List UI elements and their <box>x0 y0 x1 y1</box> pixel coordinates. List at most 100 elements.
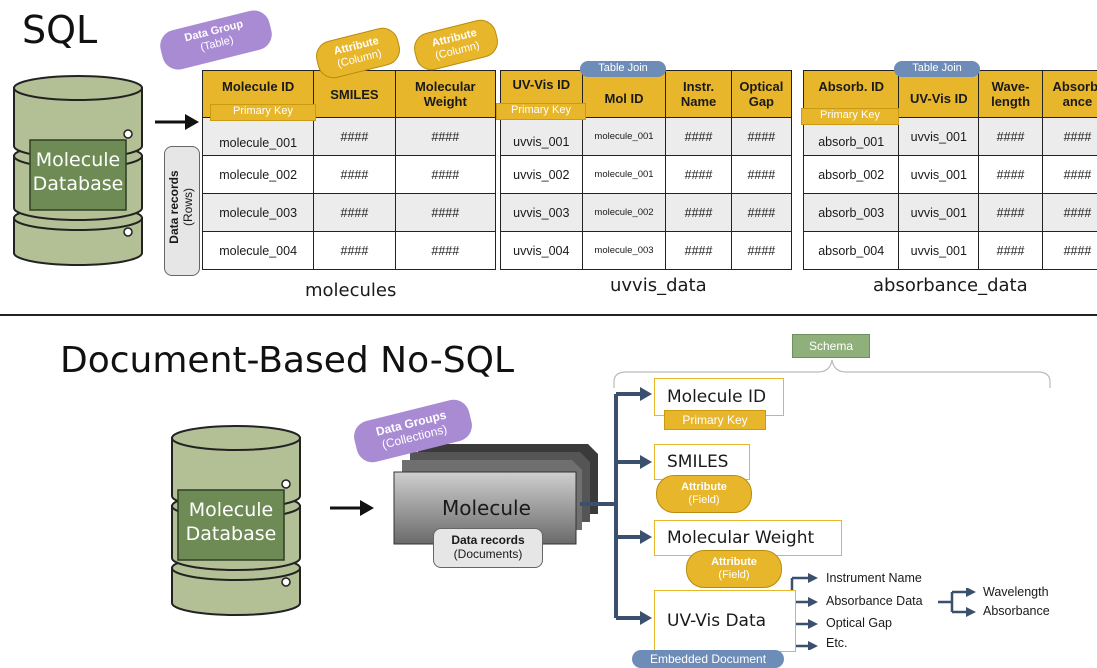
sql-db-label: Molecule Database <box>30 148 126 196</box>
molecules-table: Molecule ID SMILES Molecular Weight mole… <box>201 70 497 270</box>
table-row: molecule_002 #### #### <box>201 155 497 194</box>
header-mol-id: Mol ID <box>581 70 667 118</box>
subitem-optical-gap: Optical Gap <box>826 616 893 630</box>
table-row: uvvis_001 molecule_001 #### #### <box>500 117 793 156</box>
cell: uvvis_002 <box>500 155 583 194</box>
uvvis-table: UV-Vis ID Mol ID Instr. Name Optical Gap… <box>500 70 793 270</box>
collection-stack-icon <box>393 444 598 545</box>
cell: uvvis_001 <box>898 117 980 156</box>
cell: #### <box>665 155 732 194</box>
nosql-database-icon <box>171 425 301 616</box>
field-smiles-label: SMILES <box>667 452 729 472</box>
cell: #### <box>665 117 732 156</box>
data-records-doc-callout: Data records (Documents) <box>433 528 543 568</box>
cell: #### <box>730 155 793 194</box>
cell: molecule_002 <box>201 155 315 194</box>
cell: molecule_003 <box>201 193 315 232</box>
attribute-field-callout-2: Attribute (Field) <box>686 550 782 588</box>
cell: #### <box>313 193 396 232</box>
subitem-etc: Etc. <box>826 636 848 650</box>
table-name-molecules: molecules <box>305 280 397 301</box>
attribute-field-label-1: Attribute <box>681 481 727 493</box>
field-smiles: SMILES <box>654 444 750 480</box>
cell: absorb_002 <box>802 155 900 194</box>
cell: #### <box>1041 117 1097 156</box>
nosql-title: Document-Based No-SQL <box>60 340 515 381</box>
subitem-instrument-name: Instrument Name <box>826 571 922 585</box>
cell: #### <box>730 193 793 232</box>
schema-brace-icon <box>613 359 1051 388</box>
attribute-field-label-2: Attribute <box>711 556 757 568</box>
header-instr-name: Instr. Name <box>665 70 732 118</box>
cell: molecule_002 <box>581 193 667 232</box>
nosql-arrow-icon <box>330 500 374 516</box>
table-join-badge-1: Table Join <box>580 61 666 77</box>
table-row: uvvis_004 molecule_003 #### #### <box>500 231 793 270</box>
data-records-sub: (Rows) <box>181 188 195 226</box>
embedded-document-badge: Embedded Document <box>632 650 784 668</box>
cell: absorb_003 <box>802 193 900 232</box>
schema-badge: Schema <box>792 334 870 358</box>
cell: molecule_004 <box>201 231 315 270</box>
data-group-callout: Data Group (Table) <box>156 7 276 73</box>
sql-db-label-line1: Molecule <box>35 149 121 171</box>
attribute-field-callout-1: Attribute (Field) <box>656 475 752 513</box>
table-row: uvvis_003 molecule_002 #### #### <box>500 193 793 232</box>
header-absorbance: Absorb-ance <box>1041 70 1097 118</box>
attribute-field-sub-1: (Field) <box>688 494 720 506</box>
table-join-badge-2: Table Join <box>894 61 980 77</box>
attribute-field-sub-2: (Field) <box>718 569 750 581</box>
cell: #### <box>978 231 1043 270</box>
schema-tree-connectors <box>580 387 818 650</box>
collection-label: Molecule <box>442 496 531 520</box>
header-optical-gap: Optical Gap <box>730 70 793 118</box>
data-records-callout: Data records (Rows) <box>164 146 200 276</box>
cell: #### <box>1041 231 1097 270</box>
cell: #### <box>978 155 1043 194</box>
field-uvvis-data-label: UV-Vis Data <box>667 611 767 631</box>
nosql-db-label-line1: Molecule <box>188 499 274 521</box>
primary-key-badge-2: Primary Key <box>496 103 586 120</box>
primary-key-badge-1: Primary Key <box>210 104 316 121</box>
nosql-db-label-line2: Database <box>185 523 277 545</box>
field-uvvis-data: UV-Vis Data <box>654 590 796 652</box>
sql-database-icon <box>13 75 143 266</box>
cell: uvvis_004 <box>500 231 583 270</box>
cell: #### <box>978 117 1043 156</box>
cell: molecule_001 <box>201 117 315 156</box>
table-name-absorbance: absorbance_data <box>873 275 1028 296</box>
absorbance-table: Absorb. ID UV-Vis ID Wave-length Absorb-… <box>802 70 1097 270</box>
table-row: molecule_004 #### #### <box>201 231 497 270</box>
table-row: absorb_004 uvvis_001 #### #### <box>802 231 1097 270</box>
data-records-doc-label: Data records <box>451 533 525 547</box>
section-divider <box>0 314 1097 316</box>
cell: uvvis_001 <box>898 231 980 270</box>
cell: #### <box>730 231 793 270</box>
cell: #### <box>1041 155 1097 194</box>
field-molecule-id: Molecule ID <box>654 378 784 416</box>
cell: #### <box>730 117 793 156</box>
subitem-absorbance: Absorbance <box>983 604 1050 618</box>
cell: uvvis_001 <box>898 155 980 194</box>
table-row: molecule_001 #### #### <box>201 117 497 156</box>
uvvis-subitems: Instrument Name Absorbance Data Optical … <box>826 571 923 650</box>
subitem-wavelength: Wavelength <box>983 585 1049 599</box>
primary-key-badge-3: Primary Key <box>801 108 899 125</box>
cell: #### <box>665 231 732 270</box>
header-uvvis-id-2: UV-Vis ID <box>898 70 980 118</box>
table-row: absorb_002 uvvis_001 #### #### <box>802 155 1097 194</box>
data-records-doc-sub: (Documents) <box>453 547 523 561</box>
sql-title: SQL <box>22 8 98 52</box>
cell: #### <box>394 117 497 156</box>
table-name-uvvis: uvvis_data <box>610 275 707 296</box>
cell: uvvis_003 <box>500 193 583 232</box>
cell: #### <box>313 231 396 270</box>
absorbance-subitems: Wavelength Absorbance <box>983 585 1050 618</box>
cell: uvvis_001 <box>500 117 583 156</box>
cell: #### <box>665 193 732 232</box>
sql-arrow-icon <box>155 114 199 130</box>
cell: molecule_001 <box>581 117 667 156</box>
table-row: absorb_003 uvvis_001 #### #### <box>802 193 1097 232</box>
table-row: uvvis_002 molecule_001 #### #### <box>500 155 793 194</box>
primary-key-badge-doc: Primary Key <box>664 410 766 430</box>
